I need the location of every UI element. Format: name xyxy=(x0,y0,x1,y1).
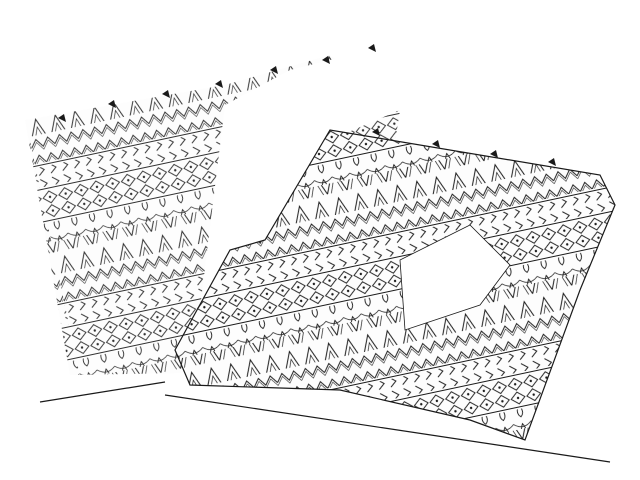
front-folder xyxy=(164,129,616,463)
flag-markers xyxy=(58,44,556,166)
folder-cutout xyxy=(399,224,511,331)
